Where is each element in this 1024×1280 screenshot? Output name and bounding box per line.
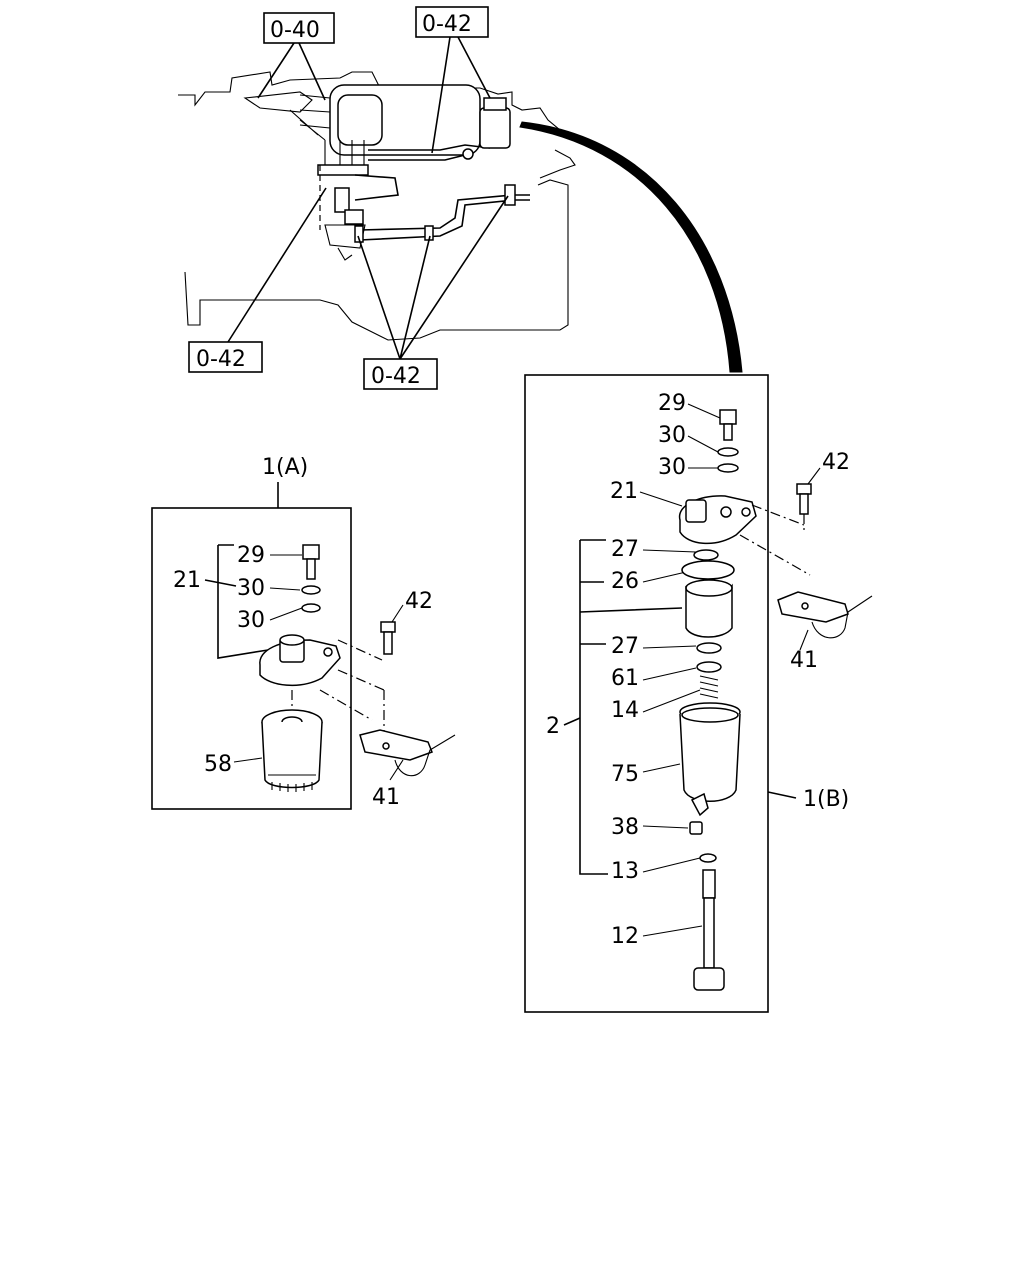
part-14-label: 14 (611, 698, 639, 723)
part-61-label: 61 (611, 666, 639, 691)
part-42-label: 42 (822, 450, 850, 475)
box-b-title: 1(B) (803, 787, 849, 812)
part-29-label: 29 (237, 543, 265, 568)
part-2-label: 2 (546, 714, 560, 739)
ref-box-0-42-top[interactable]: 0-42 (415, 6, 489, 38)
ref-label: 0-40 (270, 18, 320, 43)
box-a-title: 1(A) (262, 455, 308, 480)
part-13-label: 13 (611, 859, 639, 884)
part-42-label: 42 (405, 589, 433, 614)
ref-label: 0-42 (422, 12, 472, 37)
part-27-label: 27 (611, 634, 639, 659)
part-26-label: 26 (611, 569, 639, 594)
part-29-label: 29 (658, 391, 686, 416)
part-41-label: 41 (790, 648, 818, 673)
part-75-label: 75 (611, 762, 639, 787)
ref-box-0-42-bottom[interactable]: 0-42 (363, 358, 438, 390)
part-30-label: 30 (237, 576, 265, 601)
ref-label: 0-42 (196, 347, 246, 372)
ref-label: 0-42 (371, 364, 421, 389)
part-21-label: 21 (610, 479, 638, 504)
detail-callout-arrow (519, 121, 743, 373)
part-30-label: 30 (658, 423, 686, 448)
engine-overview (178, 71, 576, 341)
ref-leaders (227, 36, 509, 360)
part-58-label: 58 (204, 752, 232, 777)
part-41-label: 41 (372, 785, 400, 810)
part-12-label: 12 (611, 924, 639, 949)
detail-box-b: 29 30 30 21 42 27 26 27 61 14 2 75 38 13… (524, 374, 873, 1013)
part-30-label: 30 (658, 455, 686, 480)
part-38-label: 38 (611, 815, 639, 840)
part-27-label: 27 (611, 537, 639, 562)
part-21-label: 21 (173, 568, 201, 593)
ref-box-0-42-left[interactable]: 0-42 (188, 341, 263, 373)
ref-box-0-40[interactable]: 0-40 (263, 12, 335, 44)
part-30-label: 30 (237, 608, 265, 633)
detail-box-a: 1(A) 29 21 30 30 42 58 41 (151, 455, 456, 810)
